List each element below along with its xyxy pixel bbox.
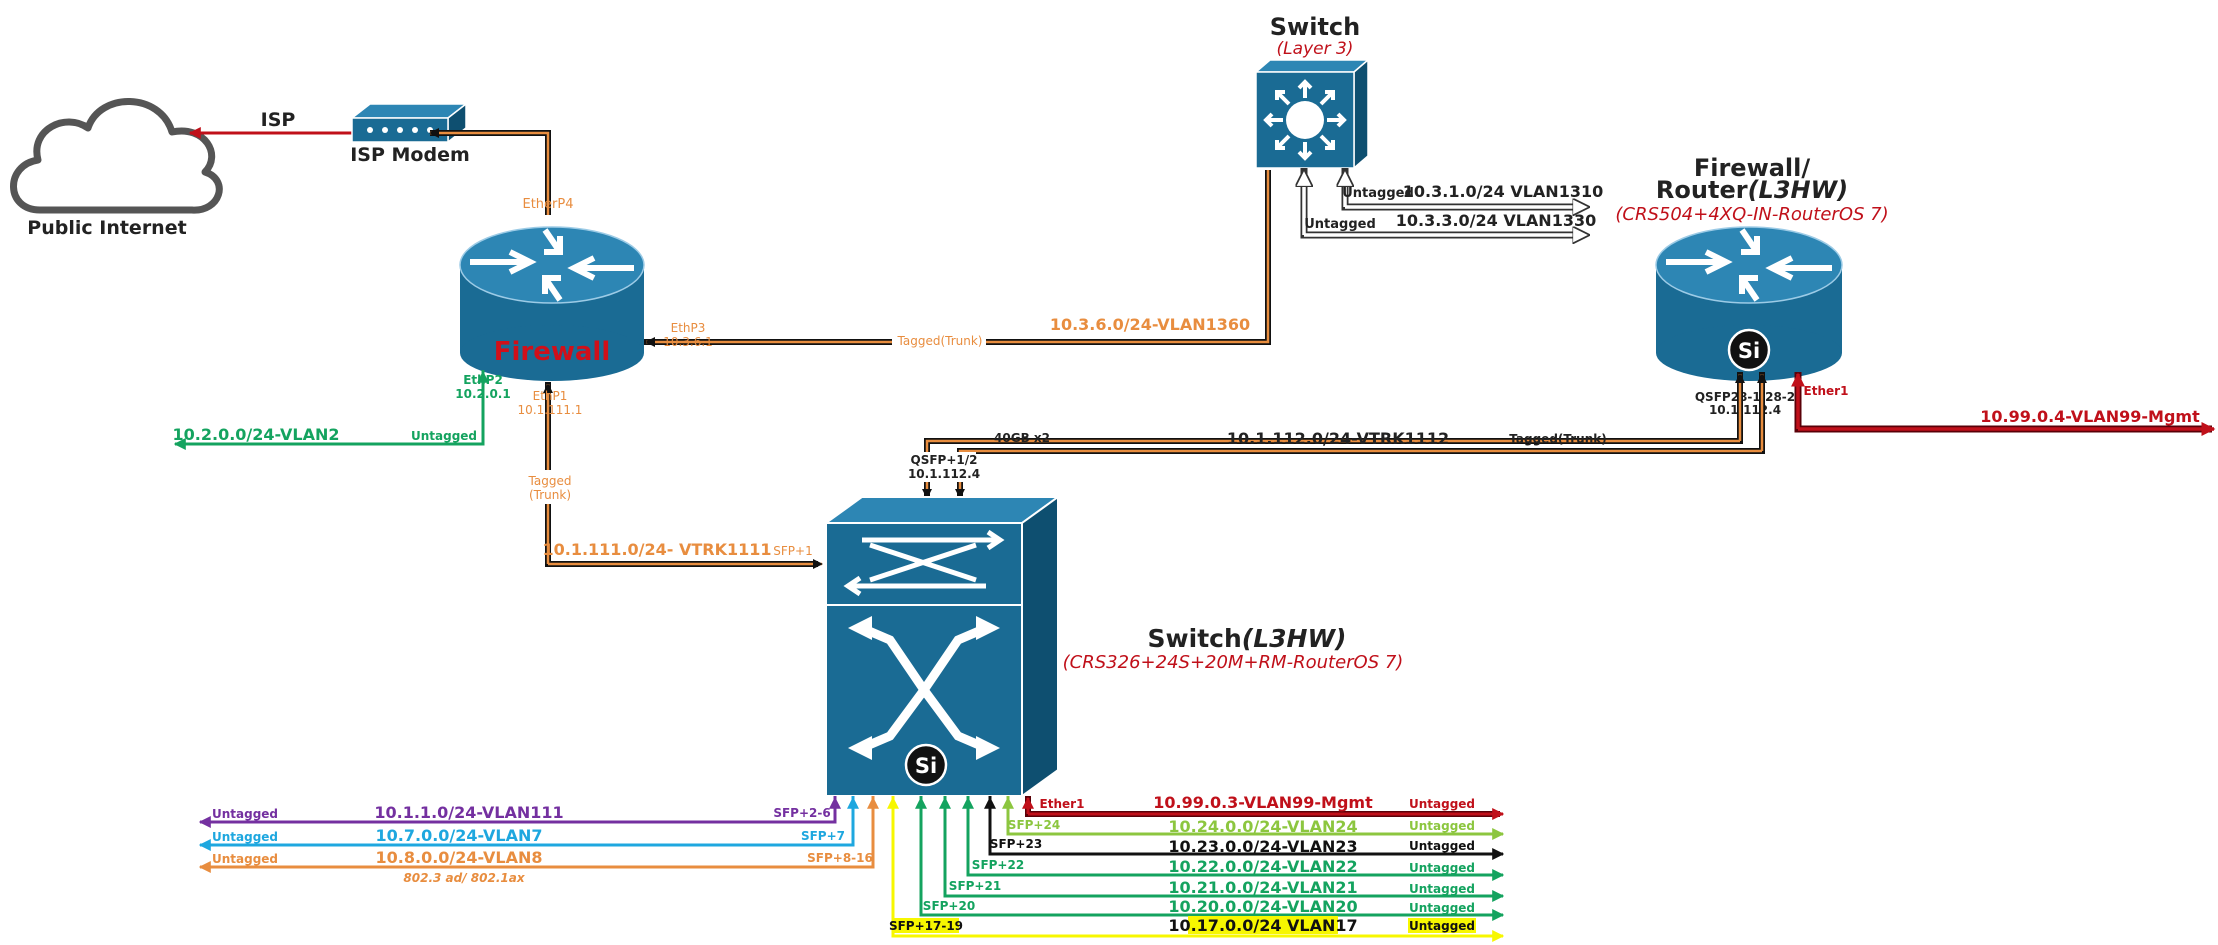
- router-si: Si: [1738, 339, 1760, 363]
- switch-model: (CRS326+24S+20M+RM-RouterOS 7): [1063, 652, 1404, 673]
- router-model: (CRS504+4XQ-IN-RouterOS 7): [1615, 204, 1888, 225]
- right-vlan-0-network: 10.99.0.3-VLAN99-Mgmt: [1153, 793, 1373, 812]
- public-internet-cloud: Public Internet: [10, 98, 223, 239]
- router-title-2: Router(L3HW): [1656, 176, 1848, 204]
- firewall-device: Firewall: [459, 226, 645, 381]
- vlan17-port-highlight: [893, 918, 959, 933]
- left-vlan-2-mode: Untagged: [212, 852, 278, 866]
- switch-qsfp-port: QSFP+1/2: [911, 453, 978, 467]
- ethp3-ip: 10.3.6.1: [663, 335, 713, 349]
- trunk-fw-sw-port: SFP+1: [773, 544, 812, 558]
- isp-modem-label: ISP Modem: [350, 144, 470, 166]
- right-vlan-4-port: SFP+21: [949, 879, 1001, 893]
- router-device: Firewall/ Router(L3HW) (CRS504+4XQ-IN-Ro…: [1615, 154, 1889, 381]
- firewall-label: Firewall: [494, 337, 611, 367]
- ethp1-label: EthP1: [533, 389, 568, 403]
- right-vlan-5-mode: Untagged: [1409, 901, 1475, 915]
- left-vlan-2-note: 802.3 ad/ 802.1ax: [403, 871, 525, 885]
- switch-si: Si: [915, 754, 937, 778]
- right-vlan-1-network: 10.24.0.0/24-VLAN24: [1168, 817, 1357, 836]
- router-mgmt-network: 10.99.0.4-VLAN99-Mgmt: [1980, 407, 2200, 426]
- layer3-switch: Switch (Layer 3): [1253, 13, 1371, 170]
- trunk-fw-sw-mode-1: Tagged: [528, 474, 572, 488]
- vlan2-network: 10.2.0.0/24-VLAN2: [173, 425, 340, 444]
- switch-title-italic: (L3HW): [1242, 624, 1347, 653]
- ethp1-ip: 10.1.111.1: [518, 403, 583, 417]
- right-vlan-2-port: SFP+23: [990, 837, 1042, 851]
- right-vlan-3-network: 10.22.0.0/24-VLAN22: [1168, 857, 1357, 876]
- right-vlan-4-mode: Untagged: [1409, 882, 1475, 896]
- router-title-1: Firewall/: [1694, 154, 1811, 182]
- trunk-fw-sw-network: 10.1.111.0/24- VTRK1111: [542, 540, 771, 559]
- switch-qsfp-ip: 10.1.112.4: [908, 467, 980, 481]
- switch-ether1: Ether1: [1040, 797, 1085, 811]
- etherp4-label: EtherP4: [522, 197, 573, 212]
- router-title-2-main: Router: [1656, 176, 1748, 204]
- right-vlan-4-network: 10.21.0.0/24-VLAN21: [1168, 878, 1357, 897]
- vlan2-mode: Untagged: [411, 429, 477, 443]
- left-vlan-2-network: 10.8.0.0/24-VLAN8: [376, 848, 543, 867]
- isp-link-label: ISP: [261, 109, 296, 131]
- vlan1330-mode: Untagged: [1304, 217, 1376, 232]
- firewall-switch-trunk: [545, 382, 818, 567]
- left-vlan-0-network: 10.1.1.0/24-VLAN111: [374, 803, 563, 822]
- right-vlan-2-network: 10.23.0.0/24-VLAN23: [1168, 837, 1357, 856]
- trunk-fw-sw-mode-2: (Trunk): [529, 488, 571, 502]
- cloud-label: Public Internet: [27, 217, 186, 239]
- right-vlan-5-network: 10.20.0.0/24-VLAN20: [1168, 897, 1357, 916]
- router-qsfp-ip: 10.1.112.4: [1709, 403, 1781, 417]
- trunk-fw-l3-mode: Tagged(Trunk): [897, 334, 983, 348]
- router-si-badge: [1727, 328, 1771, 372]
- left-vlan-2-port: SFP+8-16: [807, 851, 873, 865]
- l3-switch-subtitle: (Layer 3): [1277, 39, 1354, 59]
- right-vlan-3-port: SFP+22: [972, 858, 1024, 872]
- left-vlan-0-mode: Untagged: [212, 807, 278, 821]
- router-qsfp-port: QSFP28-1/28-2: [1695, 390, 1795, 404]
- left-vlan-1-port: SFP+7: [801, 829, 845, 843]
- switch-si-badge: [904, 743, 948, 787]
- right-vlan-6-mode: Untagged: [1409, 919, 1475, 933]
- router-trunk-network: 10.1.112.0/24-VTRK1112: [1227, 429, 1449, 448]
- right-vlan-1-mode: Untagged: [1409, 819, 1475, 833]
- left-vlan-1-mode: Untagged: [212, 830, 278, 844]
- ethp3-label: EthP3: [671, 321, 706, 335]
- vlan1310-mode: Untagged: [1342, 186, 1414, 201]
- router-trunk-speed: 40GB x2: [994, 431, 1050, 445]
- right-vlan-3-mode: Untagged: [1409, 861, 1475, 875]
- vlan1330-network: 10.3.3.0/24 VLAN1330: [1396, 211, 1596, 230]
- vlan17-network-highlight: [1188, 916, 1338, 934]
- right-vlan-1-port: SFP+24: [1008, 818, 1060, 832]
- cloud-icon: [10, 98, 223, 214]
- main-switch-device: Si: [822, 495, 1062, 798]
- ethp2-label: EthP2: [463, 373, 503, 387]
- vlan17-mode-highlight: [1408, 918, 1476, 933]
- router-ether1: Ether1: [1804, 384, 1849, 398]
- router-title-2-italic: (L3HW): [1748, 176, 1849, 204]
- right-vlan-0-mode: Untagged: [1409, 797, 1475, 811]
- trunk-fw-l3-network: 10.3.6.0/24-VLAN1360: [1050, 315, 1250, 334]
- l3-switch-title: Switch: [1270, 13, 1360, 41]
- router-trunk-mode: Tagged(Trunk): [1509, 432, 1606, 446]
- vlan1310-network: 10.3.1.0/24 VLAN1310: [1403, 182, 1603, 201]
- right-vlan-6-port: SFP+17-19: [889, 919, 963, 933]
- right-vlan-2-mode: Untagged: [1409, 839, 1475, 853]
- right-vlan-5-port: SFP+20: [923, 899, 975, 913]
- left-vlan-1-network: 10.7.0.0/24-VLAN7: [376, 826, 543, 845]
- left-vlan-0-port: SFP+2-6: [773, 806, 830, 820]
- switch-title: Switch(L3HW): [1148, 624, 1347, 653]
- switch-title-main: Switch: [1148, 624, 1242, 653]
- right-vlan-6-network: 10.17.0.0/24 VLAN17: [1168, 916, 1357, 935]
- ethp2-ip: 10.2.0.1: [455, 387, 510, 401]
